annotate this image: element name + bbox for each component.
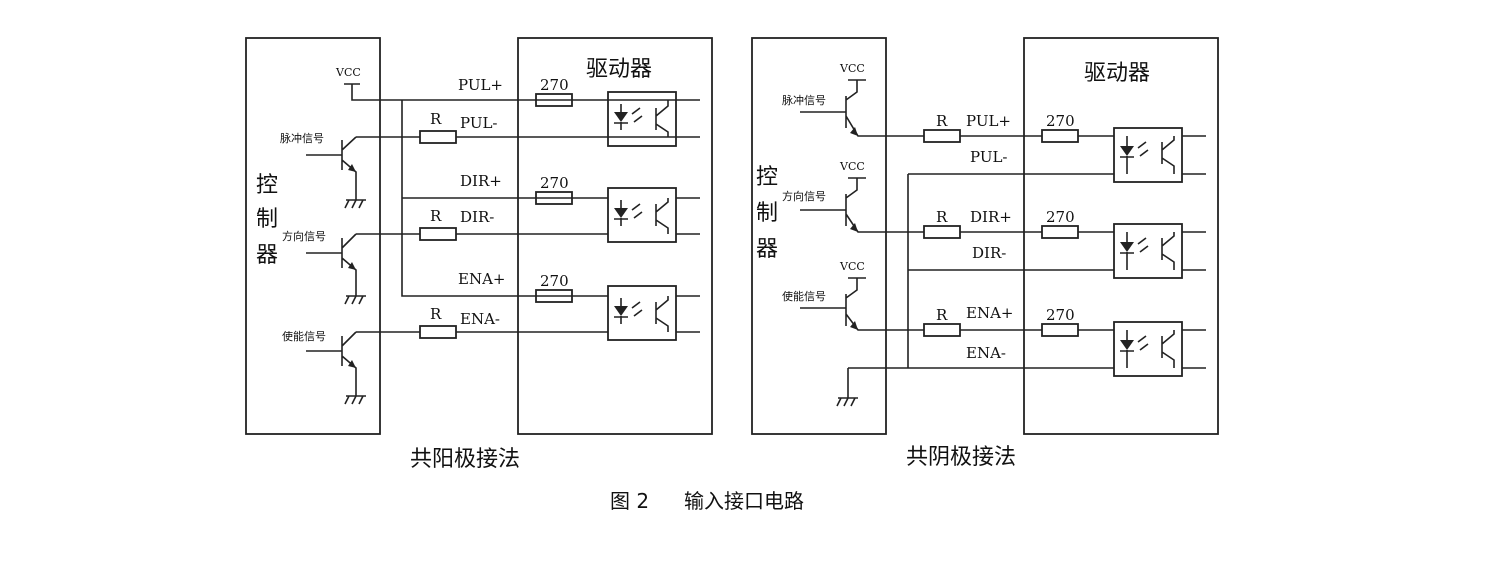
left-optocoupler-ena: [607, 285, 700, 341]
left-signal-pulse: 脉冲信号: [280, 131, 324, 145]
right-270-label-pul: 270: [1046, 112, 1075, 130]
right-r-label-dir: R: [936, 208, 948, 226]
left-resistor-r-pul: [419, 130, 457, 144]
left-pin-ena-minus: ENA-: [460, 310, 500, 328]
left-270-label-pul: 270: [540, 76, 569, 94]
left-270-label-ena: 270: [540, 272, 569, 290]
left-common-bus: [401, 100, 608, 297]
right-optocoupler-dir: [1113, 223, 1206, 279]
left-transistor-pul: [306, 136, 366, 209]
left-270-label-dir: 270: [540, 174, 569, 192]
left-driver-label: 驱动器: [586, 57, 652, 82]
right-transistor-ena: VCC: [800, 260, 924, 331]
left-ground-icon-1: [344, 199, 366, 209]
common-cathode-circuit: 控 制 器 驱动器 VCC 脉冲信号 VCC 方向信号 VCC 使能信号 R R…: [751, 37, 1219, 470]
right-resistor-270-ena: [1041, 323, 1079, 337]
right-transistor-dir: VCC: [800, 160, 924, 233]
left-signal-direction: 方向信号: [282, 229, 326, 243]
right-vcc-label-1: VCC: [839, 62, 865, 75]
left-pin-ena-plus: ENA+: [458, 270, 505, 288]
right-signal-enable: 使能信号: [782, 289, 826, 303]
right-resistor-270-pul: [1041, 129, 1079, 143]
right-transistor-pul: VCC: [800, 62, 924, 137]
right-vcc-label-2: VCC: [839, 160, 865, 173]
right-resistor-r-dir: [923, 225, 961, 239]
figure-number: 图 2: [610, 489, 649, 513]
left-driver-box: [517, 37, 713, 435]
right-resistor-r-pul: [923, 129, 961, 143]
left-transistor-dir: [306, 233, 366, 305]
left-resistor-270-pul: [535, 93, 573, 107]
left-pin-pul-plus: PUL+: [458, 76, 503, 94]
left-signal-enable: 使能信号: [282, 329, 326, 343]
right-optocoupler-pul: [1113, 127, 1206, 183]
left-resistor-270-ena: [535, 289, 573, 303]
left-transistor-ena: [306, 331, 366, 405]
right-signal-pulse: 脉冲信号: [782, 93, 826, 107]
common-anode-circuit: 控 制 器 VCC 270 270 270 PUL+ PUL- DIR+ DIR…: [245, 37, 713, 472]
left-pin-dir-minus: DIR-: [460, 208, 494, 226]
left-r-label-dir: R: [430, 207, 442, 225]
left-r-label-pul: R: [430, 110, 442, 128]
left-resistor-r-dir: [419, 227, 457, 241]
left-controller-label-3: 器: [256, 243, 278, 268]
right-ground-icon: [836, 397, 858, 407]
left-resistor-270-dir: [535, 191, 573, 205]
left-optocoupler-pul: [607, 91, 700, 147]
right-vcc-label-3: VCC: [839, 260, 865, 273]
left-pin-dir-plus: DIR+: [460, 172, 502, 190]
left-vcc-bus: [344, 83, 608, 101]
right-resistor-270-dir: [1041, 225, 1079, 239]
left-r-label-ena: R: [430, 305, 442, 323]
right-pin-pul-minus: PUL-: [970, 148, 1008, 166]
right-r-label-pul: R: [936, 112, 948, 130]
left-ground-icon-2: [344, 295, 366, 305]
left-vcc-label: VCC: [335, 66, 361, 79]
left-controller-label-2: 制: [256, 207, 278, 232]
right-caption: 共阴极接法: [906, 445, 1016, 470]
right-controller-box: [751, 37, 887, 435]
right-signal-direction: 方向信号: [782, 189, 826, 203]
right-270-label-dir: 270: [1046, 208, 1075, 226]
right-r-label-ena: R: [936, 306, 948, 324]
right-pin-dir-plus: DIR+: [970, 208, 1012, 226]
right-optocoupler-ena: [1113, 321, 1206, 377]
left-caption: 共阳极接法: [410, 447, 520, 472]
right-controller-label-3: 器: [756, 237, 778, 262]
right-pin-ena-minus: ENA-: [966, 344, 1006, 362]
left-controller-box: [245, 37, 381, 435]
right-resistor-r-ena: [923, 323, 961, 337]
right-controller-label-1: 控: [756, 165, 778, 190]
right-pin-ena-plus: ENA+: [966, 304, 1013, 322]
left-optocoupler-dir: [607, 187, 700, 243]
right-pin-pul-plus: PUL+: [966, 112, 1011, 130]
left-pin-pul-minus: PUL-: [460, 114, 498, 132]
right-driver-box: [1023, 37, 1219, 435]
right-270-label-ena: 270: [1046, 306, 1075, 324]
figure-title: 输入接口电路: [684, 489, 804, 513]
right-driver-label: 驱动器: [1084, 61, 1150, 86]
left-resistor-r-ena: [419, 325, 457, 339]
left-controller-label-1: 控: [256, 173, 278, 198]
right-common-ground-bus: [847, 173, 1114, 398]
right-pin-dir-minus: DIR-: [972, 244, 1006, 262]
left-ground-icon-3: [344, 395, 366, 405]
right-controller-label-2: 制: [756, 201, 778, 226]
